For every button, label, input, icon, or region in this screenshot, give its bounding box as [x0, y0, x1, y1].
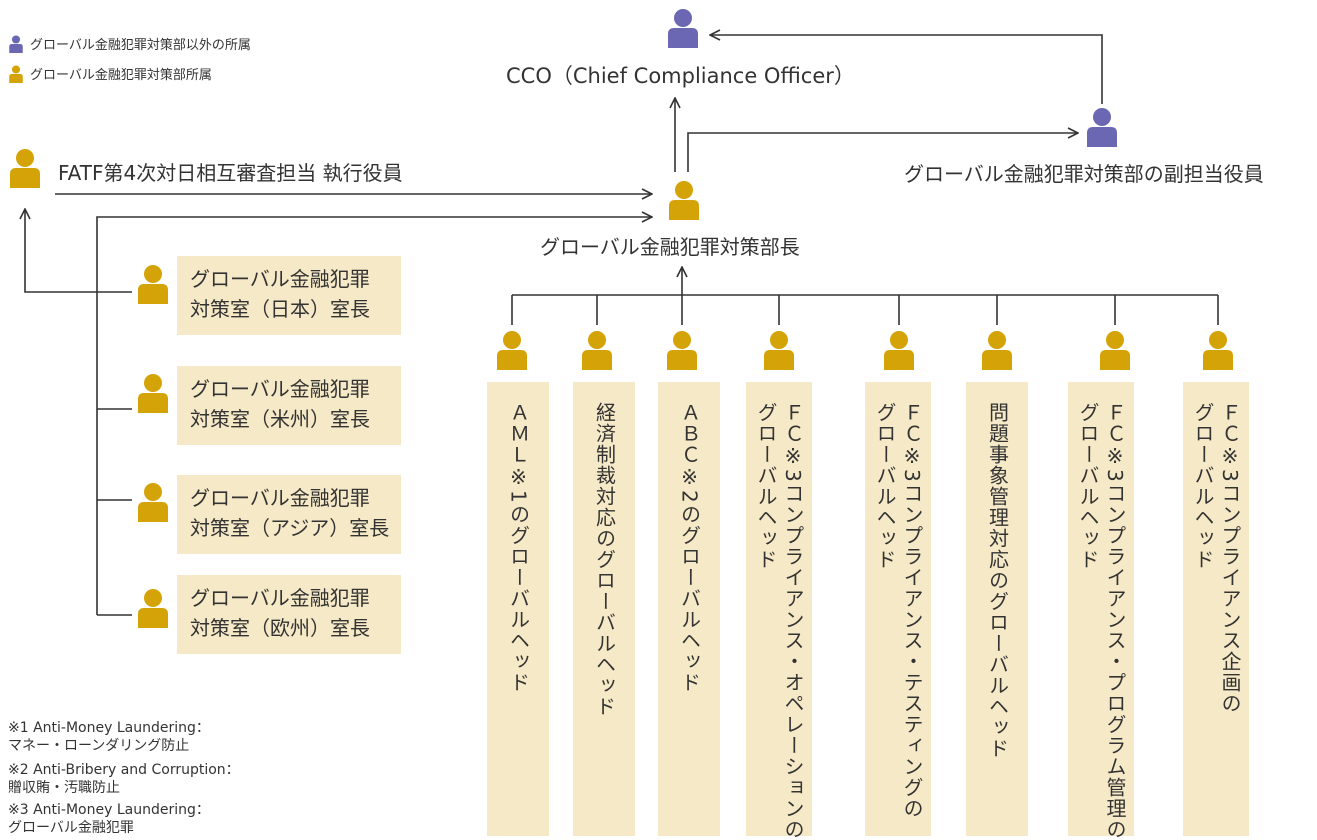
global-head-person-icon: [764, 331, 794, 370]
global-head-aml-box: ＡＭＬ※1のグローバルヘッド: [487, 382, 549, 836]
global-head-person-icon: [1203, 331, 1233, 370]
office-line2: 対策室（アジア）室長: [190, 516, 390, 540]
office-japan-box: グローバル金融犯罪 対策室（日本）室長: [177, 256, 401, 335]
department-head-label: グローバル金融犯罪対策部長: [540, 235, 800, 259]
office-person-icon: [138, 265, 168, 304]
global-head-person-icon: [1100, 331, 1130, 370]
footnote-2-detail: 贈収賄・汚職防止: [8, 780, 120, 796]
global-head-title: ＡＢＣ※2のグローバルヘッド: [677, 402, 702, 693]
global-head-title: ＦＣ※3コンプライアンス・テスティングの グローバルヘッド: [873, 402, 924, 819]
legend-member: グローバル金融犯罪対策部所属: [8, 64, 212, 83]
office-europe-box: グローバル金融犯罪 対策室（欧州）室長: [177, 575, 401, 654]
global-head-title: ＦＣ※3コンプライアンス・オペレーションの グローバルヘッド: [754, 402, 805, 840]
office-line1: グローバル金融犯罪: [190, 486, 370, 510]
global-head-person-icon: [582, 331, 612, 370]
global-head-person-icon: [497, 331, 527, 370]
footnote-3-detail: グローバル金融犯罪: [8, 820, 134, 836]
fatf-person-icon: [10, 149, 40, 188]
deputy-officer-label: グローバル金融犯罪対策部の副担当役員: [904, 162, 1264, 186]
head-person-icon: [669, 181, 699, 220]
global-head-fc-operations-box: ＦＣ※3コンプライアンス・オペレーションの グローバルヘッド: [746, 382, 812, 840]
office-person-icon: [138, 589, 168, 628]
legend-member-label: グローバル金融犯罪対策部所属: [30, 68, 212, 83]
global-head-title: 経済制裁対応のグローバルヘッド: [592, 402, 617, 717]
cco-label: CCO（Chief Compliance Officer）: [506, 64, 855, 88]
footnote-1: ※1 Anti-Money Laundering：: [8, 720, 210, 736]
footnote-3: ※3 Anti-Money Laundering：: [8, 802, 210, 818]
office-line2: 対策室（米州）室長: [190, 407, 370, 431]
global-head-title: 問題事象管理対応のグローバルヘッド: [985, 402, 1010, 759]
footnote-2: ※2 Anti-Bribery and Corruption：: [8, 762, 240, 778]
global-head-abc-box: ＡＢＣ※2のグローバルヘッド: [658, 382, 720, 836]
office-line2: 対策室（欧州）室長: [190, 616, 370, 640]
global-head-person-icon: [884, 331, 914, 370]
fatf-officer-label: FATF第4次対日相互審査担当 執行役員: [58, 161, 403, 185]
deputy-person-icon: [1087, 108, 1117, 147]
global-head-person-icon: [982, 331, 1012, 370]
cco-person-icon: [668, 9, 698, 48]
global-head-fc-program-box: ＦＣ※3コンプライアンス・プログラム管理の グローバルヘッド: [1068, 382, 1134, 840]
global-head-title: ＦＣ※3コンプライアンス企画の グローバルヘッド: [1191, 402, 1242, 714]
office-line1: グローバル金融犯罪: [190, 267, 370, 291]
office-line2: 対策室（日本）室長: [190, 297, 370, 321]
office-line1: グローバル金融犯罪: [190, 377, 370, 401]
office-americas-box: グローバル金融犯罪 対策室（米州）室長: [177, 366, 401, 445]
global-head-title: ＦＣ※3コンプライアンス・プログラム管理の グローバルヘッド: [1076, 402, 1127, 840]
office-asia-box: グローバル金融犯罪 対策室（アジア）室長: [177, 475, 401, 554]
global-head-title: ＡＭＬ※1のグローバルヘッド: [506, 402, 531, 693]
global-head-person-icon: [667, 331, 697, 370]
office-person-icon: [138, 374, 168, 413]
legend-other: グローバル金融犯罪対策部以外の所属: [8, 34, 251, 53]
global-head-issue-management-box: 問題事象管理対応のグローバルヘッド: [966, 382, 1028, 836]
footnote-1-detail: マネー・ローンダリング防止: [8, 738, 190, 754]
office-person-icon: [138, 483, 168, 522]
person-icon: [9, 34, 23, 53]
legend-other-label: グローバル金融犯罪対策部以外の所属: [30, 38, 251, 53]
person-icon: [9, 64, 23, 83]
global-head-fc-testing-box: ＦＣ※3コンプライアンス・テスティングの グローバルヘッド: [865, 382, 931, 836]
global-head-fc-planning-box: ＦＣ※3コンプライアンス企画の グローバルヘッド: [1183, 382, 1249, 836]
office-line1: グローバル金融犯罪: [190, 586, 370, 610]
global-head-sanctions-box: 経済制裁対応のグローバルヘッド: [573, 382, 635, 836]
